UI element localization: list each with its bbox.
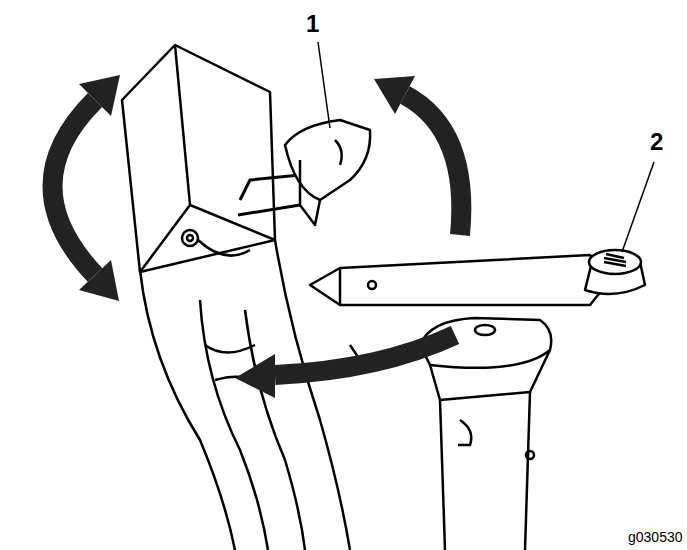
leader-line — [318, 42, 330, 128]
callout-number: 2 — [650, 130, 663, 154]
leader-line — [622, 162, 654, 252]
callout-number: 1 — [306, 12, 319, 36]
figure-code: g030530 — [628, 530, 683, 544]
